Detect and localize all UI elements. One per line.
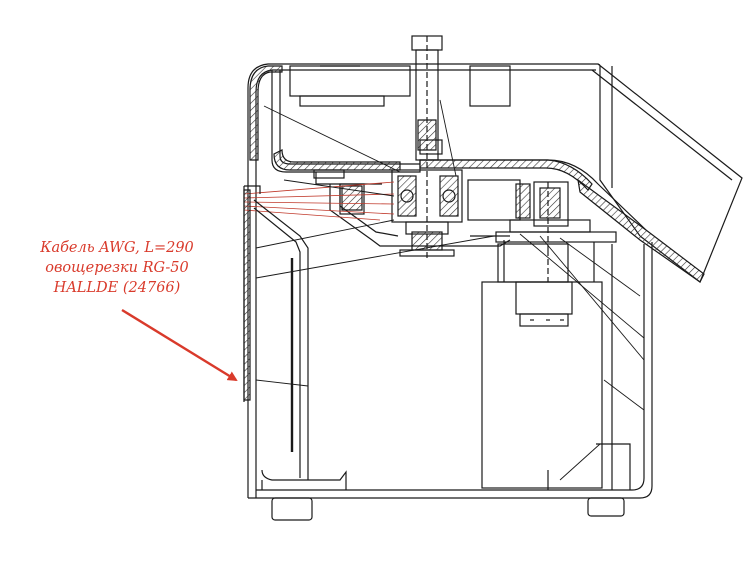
drive-belt [243,181,395,221]
annotation-line-1: Кабель AWG, L=290 [40,240,194,256]
left-chute [243,169,347,490]
housing-outline [247,63,653,499]
base-feet [271,497,625,521]
gear-assembly [467,179,617,250]
bearing-assembly [391,169,463,257]
drive-shaft [411,35,443,260]
feed-cover [577,63,743,283]
annotation-line-3: HALLDE (24766) [53,280,181,296]
mount-plate [315,172,511,247]
leader-lines [255,99,645,481]
motor-plate [271,65,647,231]
callout-arrow [121,308,238,382]
motor-block [481,240,631,490]
annotation-line-2: овощерезки RG-50 [45,260,189,276]
cable-annotation: Кабель AWG, L=290 овощерезки RG-50 HALLD… [12,238,222,298]
